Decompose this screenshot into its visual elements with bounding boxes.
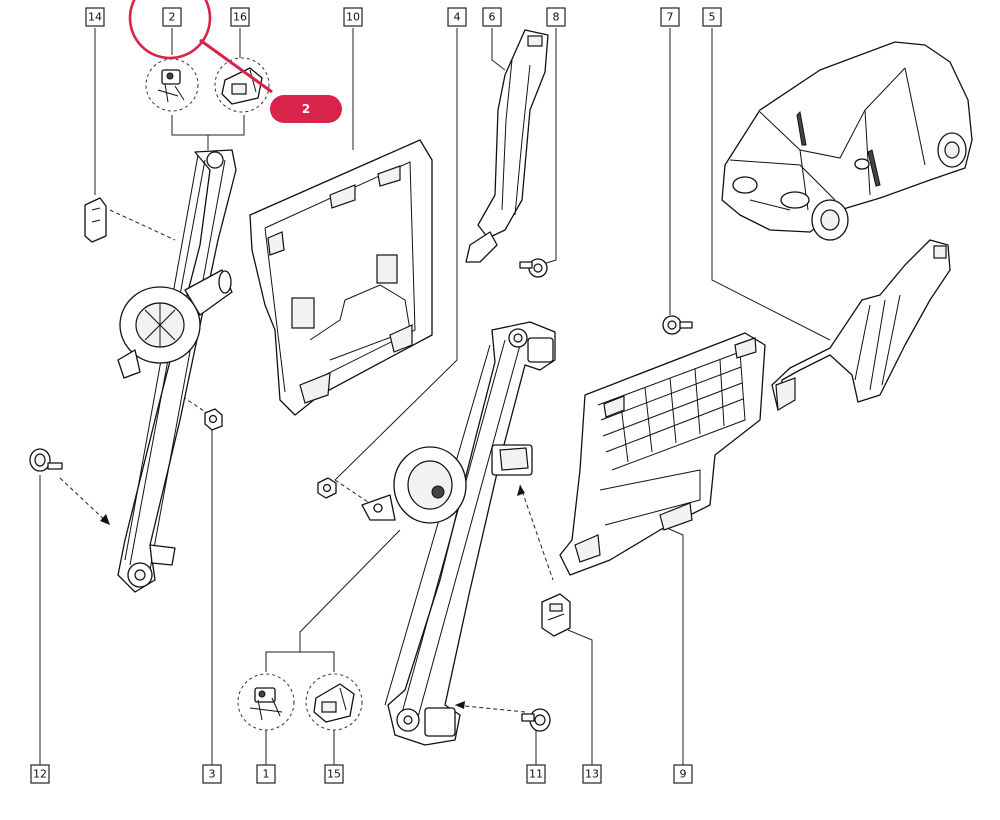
svg-text:10: 10 [346, 11, 360, 24]
arrow-head-icon [455, 701, 465, 709]
arrow-head-icon [517, 485, 525, 496]
callout-12: 12 [30, 764, 50, 784]
part-clip-13 [541, 593, 571, 637]
highlight-badge-label: 2 [302, 102, 310, 116]
svg-text:3: 3 [209, 768, 216, 781]
svg-text:8: 8 [553, 11, 560, 24]
svg-text:7: 7 [667, 11, 674, 24]
svg-text:2: 2 [169, 11, 176, 24]
svg-text:6: 6 [489, 11, 496, 24]
callout-4: 4 [447, 7, 467, 27]
part-rear-regulator [117, 149, 237, 593]
callout-7: 7 [660, 7, 680, 27]
svg-text:16: 16 [233, 11, 247, 24]
svg-text:12: 12 [33, 768, 47, 781]
highlight-callout-2: 2 [128, 0, 342, 123]
part-rear-panel-10 [249, 139, 433, 416]
part-guide-6 [465, 29, 549, 263]
svg-text:11: 11 [529, 768, 543, 781]
leader-lines [39, 28, 831, 765]
callout-15: 15 [324, 764, 344, 784]
callout-10: 10 [343, 7, 363, 27]
part-nut-3 [204, 408, 223, 431]
callout-boxes: 14 2 16 10 4 6 8 7 [30, 7, 722, 784]
callout-1: 1 [256, 764, 276, 784]
part-screw-7 [662, 315, 693, 335]
callout-6: 6 [482, 7, 502, 27]
part-bolt-12 [29, 448, 63, 472]
part-screw-8 [519, 258, 548, 278]
svg-text:9: 9 [680, 768, 687, 781]
callout-11: 11 [526, 764, 546, 784]
part-nut-4 [317, 477, 337, 499]
callout-2: 2 [162, 7, 182, 27]
svg-text:1: 1 [263, 768, 270, 781]
callout-16: 16 [230, 7, 250, 27]
part-guide-5 [771, 239, 951, 412]
callout-9: 9 [673, 764, 693, 784]
part-front-panel-9 [559, 332, 766, 576]
svg-text:4: 4 [454, 11, 461, 24]
svg-text:14: 14 [88, 11, 102, 24]
callout-5: 5 [702, 7, 722, 27]
svg-text:5: 5 [709, 11, 716, 24]
highlight-ring [128, 0, 212, 60]
detail-part-15 [305, 673, 363, 731]
part-bolt-11 [521, 708, 551, 732]
callout-14: 14 [85, 7, 105, 27]
car-illustration [721, 41, 973, 241]
part-front-regulator [361, 321, 556, 746]
part-clip-14 [84, 197, 107, 243]
detail-part-1 [237, 673, 295, 731]
svg-text:15: 15 [327, 768, 341, 781]
highlight-badge [270, 95, 342, 123]
callout-8: 8 [546, 7, 566, 27]
callout-13: 13 [582, 764, 602, 784]
arrow-head-icon [100, 514, 110, 525]
callout-3: 3 [202, 764, 222, 784]
svg-text:13: 13 [585, 768, 599, 781]
detail-part-2 [145, 58, 199, 112]
